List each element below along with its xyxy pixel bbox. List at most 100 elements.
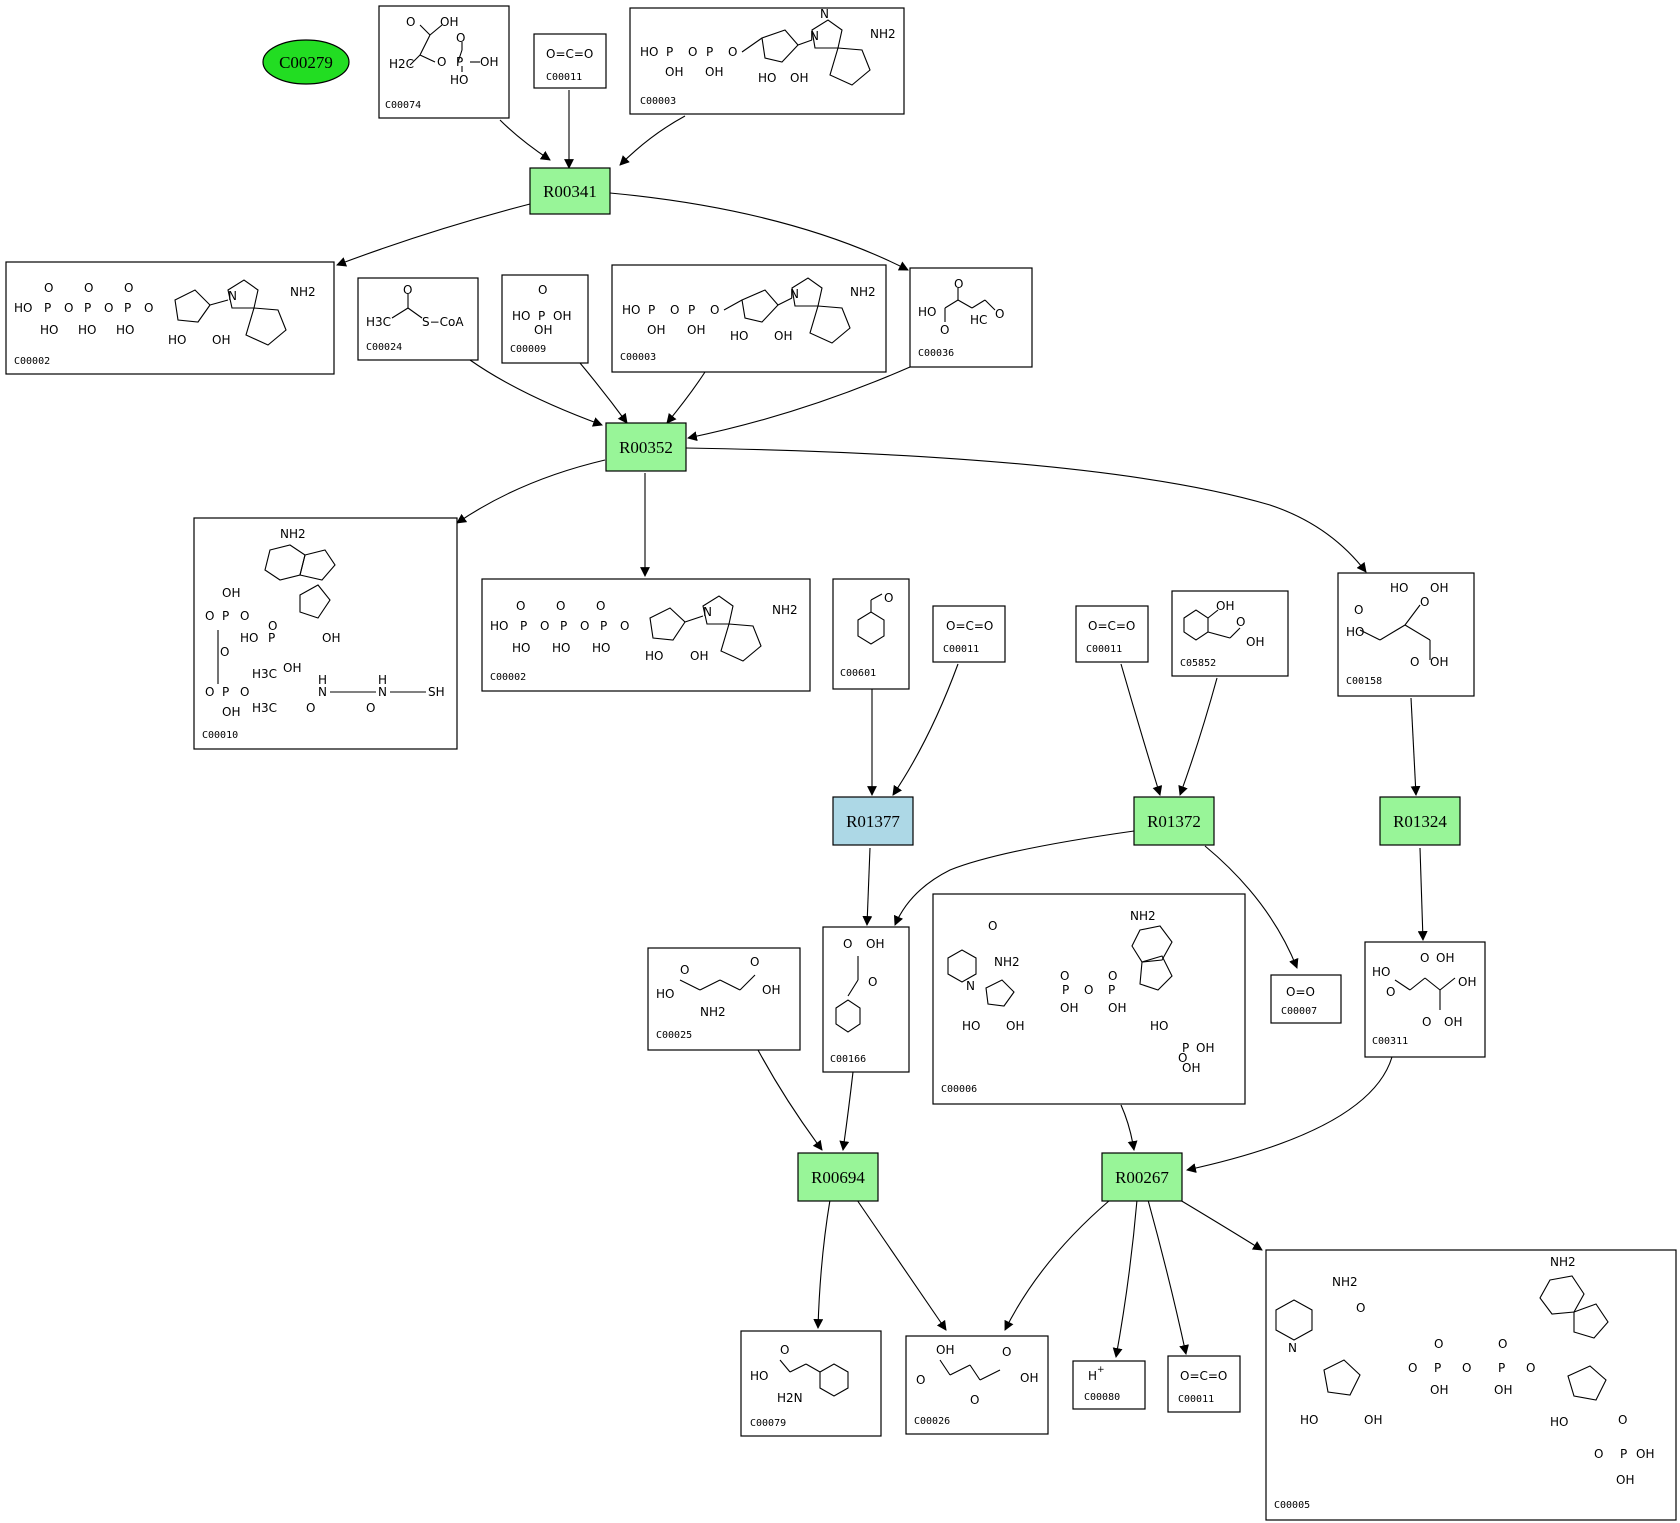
svg-text:O: O [1594,1447,1603,1461]
svg-text:O: O [366,701,375,715]
svg-text:P: P [124,301,131,315]
compound-C00158[interactable]: HO O OH O HO O OH C00158 [1337,572,1475,697]
svg-text:O: O [1084,983,1093,997]
svg-text:P: P [538,309,545,323]
svg-text:R00341: R00341 [543,182,597,201]
reaction-R01377[interactable]: R01377 [832,796,914,846]
svg-text:P: P [1498,1361,1505,1375]
svg-text:R00352: R00352 [619,438,673,457]
svg-text:O: O [44,281,53,295]
svg-text:O: O [884,591,893,605]
compound-C00011-top[interactable]: O=C=O C00011 [533,33,607,89]
compound-C00080[interactable]: H + C00080 [1072,1360,1146,1410]
svg-text:C00158: C00158 [1346,676,1382,687]
svg-text:H3C: H3C [252,667,277,681]
svg-text:NH2: NH2 [290,285,316,299]
svg-text:R01377: R01377 [846,812,900,831]
compound-C00011-mid-left[interactable]: O=C=O C00011 [932,605,1006,663]
svg-text:NH2: NH2 [772,603,798,617]
svg-text:HO: HO [14,301,32,315]
svg-text:OH: OH [1494,1383,1512,1397]
svg-text:NH2: NH2 [870,27,896,41]
svg-text:C00166: C00166 [830,1054,866,1065]
svg-text:OH: OH [440,15,458,29]
structure-C00074: O OH H2C O P O OH HO [389,15,498,87]
svg-text:O: O [84,281,93,295]
svg-text:OH: OH [283,661,301,675]
compound-C00002-upper[interactable]: HO P O P O P O HO HO HO O O O HO OH NH2 … [5,261,335,375]
compound-C00024[interactable]: O H3C S−CoA C00024 [357,277,479,361]
compound-C00006[interactable]: O NH2 N HO OH O P O P O OH OH NH2 HO O P… [932,893,1246,1105]
svg-text:OH: OH [1430,655,1448,669]
svg-text:P: P [688,303,695,317]
svg-text:C00002: C00002 [14,356,50,367]
compound-C00074[interactable]: O OH H2C O P O OH HO C00074 [378,5,510,119]
svg-text:HO: HO [962,1019,980,1033]
compound-C00026[interactable]: OH O O OH O C00026 [905,1335,1049,1435]
compound-C00601[interactable]: O C00601 [832,578,910,690]
svg-text:HO: HO [40,323,58,337]
svg-text:OH: OH [1430,581,1448,595]
svg-text:NH2: NH2 [850,285,876,299]
svg-text:NH2: NH2 [700,1005,726,1019]
svg-text:O=O: O=O [1286,985,1315,999]
svg-text:C00002: C00002 [490,672,526,683]
svg-text:O: O [1420,951,1429,965]
svg-text:C00601: C00601 [840,668,876,679]
svg-text:C00011: C00011 [546,72,582,83]
svg-text:H: H [1088,1369,1097,1383]
svg-text:C05852: C05852 [1180,658,1216,669]
compound-C05852[interactable]: OH O OH C05852 [1171,590,1289,677]
svg-text:O: O [868,975,877,989]
svg-text:HO: HO [1150,1019,1168,1033]
svg-text:O: O [728,45,737,59]
svg-text:O=C=O: O=C=O [946,619,993,633]
svg-text:HO: HO [168,333,186,347]
svg-text:H2N: H2N [777,1391,803,1405]
svg-text:N: N [1288,1341,1297,1355]
compound-C00036[interactable]: O HO O O HC C00036 [909,267,1033,368]
svg-text:C00011: C00011 [943,644,979,655]
compound-C00079[interactable]: O HO H2N C00079 [740,1330,882,1437]
compound-C00025[interactable]: O HO NH2 O OH C00025 [647,947,801,1051]
start-node[interactable]: C00279 [262,39,350,85]
compound-C00003-mid[interactable]: HO P O P O OH OH HO OH NH2 N C00003 [611,264,887,373]
svg-text:P: P [456,55,463,69]
svg-text:O: O [556,599,565,613]
svg-text:O=C=O: O=C=O [1088,619,1135,633]
structure-C00003-mid: HO P O P O OH OH HO OH NH2 N [622,277,876,344]
svg-text:OH: OH [1436,951,1454,965]
reaction-R00694[interactable]: R00694 [797,1152,879,1202]
svg-text:N: N [790,287,799,301]
svg-text:P: P [222,609,229,623]
compound-C00002-mid[interactable]: HO P O P O P O O O O HO HO HO HO OH NH2 … [481,578,811,692]
compound-C00010[interactable]: NH2 OH O P O HO P O OH O O P O OH H3C H3… [193,517,458,750]
svg-text:C00025: C00025 [656,1030,692,1041]
structure-C00025: O HO NH2 O OH [656,955,780,1019]
svg-text:N: N [820,7,829,21]
compound-C00311[interactable]: O OH HO O OH O OH C00311 [1364,941,1486,1058]
compound-C00007[interactable]: O=O C00007 [1270,974,1342,1024]
svg-text:R01324: R01324 [1393,812,1447,831]
reaction-R00267[interactable]: R00267 [1101,1152,1183,1202]
compound-C00005[interactable]: NH2 O N HO OH O P O OH O P O OH O NH2 HO… [1265,1249,1677,1521]
svg-text:C00003: C00003 [640,96,676,107]
svg-text:C00026: C00026 [914,1416,950,1427]
reaction-R01372[interactable]: R01372 [1133,796,1215,846]
compound-C00011-bottom[interactable]: O=C=O C00011 [1167,1355,1241,1413]
structure-C00036: O HO O O HC [918,277,1004,337]
compound-C00009[interactable]: O HO P OH OH C00009 [501,274,589,364]
svg-text:N: N [378,685,387,699]
reaction-R00341[interactable]: R00341 [529,167,611,215]
reaction-R01324[interactable]: R01324 [1379,796,1461,846]
svg-text:HO: HO [450,73,468,87]
compound-C00011-mid-right[interactable]: O=C=O C00011 [1075,605,1149,663]
svg-text:O: O [205,609,214,623]
svg-text:C00011: C00011 [1086,644,1122,655]
svg-text:N: N [810,29,819,43]
svg-text:O: O [1422,1015,1431,1029]
compound-C00003-top[interactable]: HO P O P O OH OH HO OH NH2 N N C00003 [629,7,905,115]
compound-C00166[interactable]: O OH O C00166 [822,926,910,1073]
reaction-R00352[interactable]: R00352 [605,422,687,472]
svg-text:N: N [966,979,975,993]
